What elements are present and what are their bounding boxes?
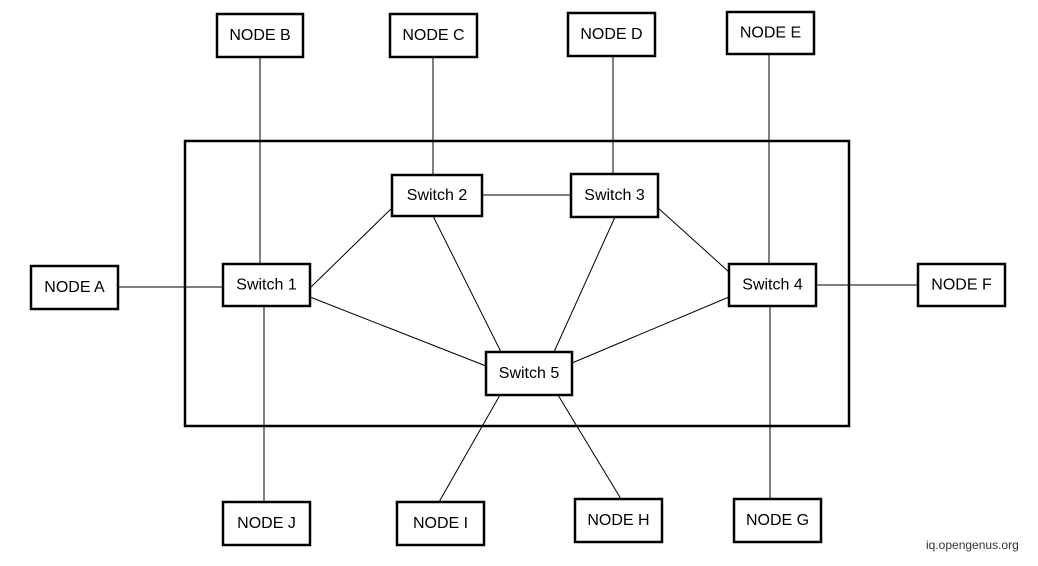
node-b-label: NODE B [229, 27, 290, 44]
node-i-label: NODE I [413, 515, 468, 532]
node-e-label: NODE E [740, 25, 801, 42]
backbone-enclosure [183, 139, 851, 428]
link-switch3-switch5 [553, 216, 616, 353]
node-a: NODE A [29, 264, 120, 311]
connection-lines [118, 54, 918, 503]
switch-4-label: Switch 4 [742, 277, 803, 294]
link-nodeI-switch5 [438, 394, 501, 503]
node-d: NODE D [566, 11, 657, 58]
switch-5: Switch 5 [484, 350, 574, 397]
node-h-label: NODE H [587, 512, 649, 529]
node-h: NODE H [573, 497, 664, 544]
link-switch1-switch2 [309, 207, 393, 289]
node-e: NODE E [725, 10, 816, 56]
node-i: NODE I [395, 500, 486, 547]
link-switch3-switch4 [656, 206, 730, 273]
switch-3: Switch 3 [569, 172, 660, 219]
link-switch4-switch5 [571, 296, 730, 364]
node-c-label: NODE C [402, 27, 464, 44]
node-b: NODE B [215, 12, 305, 59]
switch-4: Switch 4 [727, 262, 818, 308]
node-c: NODE C [388, 12, 479, 59]
switch-1-label: Switch 1 [236, 277, 297, 294]
link-nodeH-switch5 [557, 394, 622, 500]
switch-1: Switch 1 [221, 262, 312, 308]
node-g-label: NODE G [746, 512, 809, 529]
node-f-label: NODE F [931, 277, 992, 294]
link-switch1-switch5 [309, 296, 487, 367]
node-d-label: NODE D [580, 26, 642, 43]
node-a-label: NODE A [44, 279, 105, 296]
switch-2-label: Switch 2 [407, 187, 468, 204]
node-j: NODE J [221, 500, 312, 547]
link-switch2-switch5 [432, 215, 502, 353]
node-g: NODE G [732, 497, 823, 544]
node-f: NODE F [916, 262, 1007, 308]
node-j-label: NODE J [237, 515, 296, 532]
switch-2: Switch 2 [390, 173, 484, 218]
switch-3-label: Switch 3 [584, 187, 645, 204]
switch-5-label: Switch 5 [499, 365, 560, 382]
watermark: iq.opengenus.org [926, 538, 1019, 552]
